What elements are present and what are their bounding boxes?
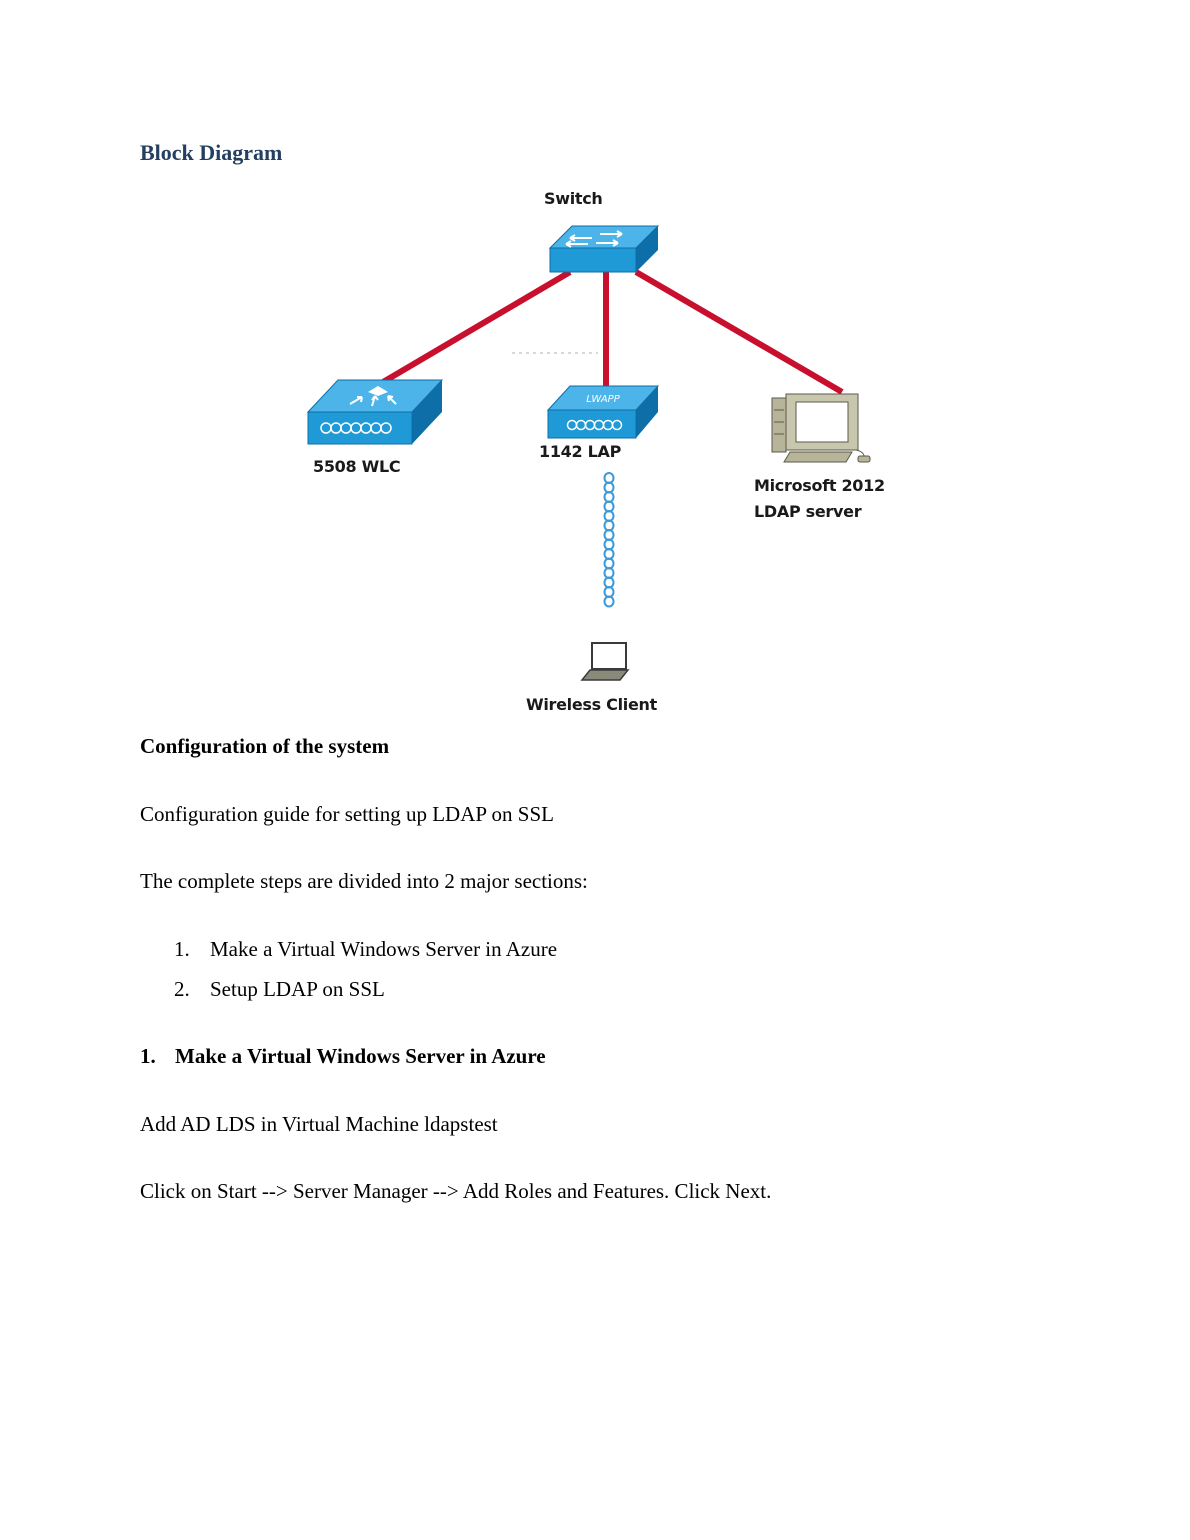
- wlc-label: 5508 WLC: [313, 457, 401, 476]
- list-item: 2. Setup LDAP on SSL: [174, 977, 385, 1002]
- guide-paragraph: Configuration guide for setting up LDAP …: [140, 802, 554, 826]
- list-item-text: Make a Virtual Windows Server in Azure: [210, 937, 558, 961]
- diagram-canvas: LWAPP: [306, 225, 871, 681]
- link-switch-server: [634, 269, 844, 395]
- client-label: Wireless Client: [526, 695, 657, 714]
- lap-icon: LWAPP: [546, 385, 660, 439]
- steps-intro-paragraph: The complete steps are divided into 2 ma…: [140, 869, 588, 893]
- click-start-paragraph: Click on Start --> Server Manager --> Ad…: [140, 1179, 772, 1203]
- section1-heading: 1. Make a Virtual Windows Server in Azure: [140, 1044, 546, 1069]
- laptop-icon: [580, 642, 630, 681]
- add-ad-lds-paragraph: Add AD LDS in Virtual Machine ldapstest: [140, 1112, 498, 1136]
- link-switch-wlc: [376, 269, 572, 388]
- wireless-link: [603, 472, 615, 608]
- section1-title: Make a Virtual Windows Server in Azure: [175, 1044, 546, 1068]
- list-item: 1. Make a Virtual Windows Server in Azure: [174, 937, 557, 962]
- server-label-line2: LDAP server: [754, 502, 862, 521]
- lap-badge: LWAPP: [586, 394, 620, 405]
- server-label-line1: Microsoft 2012: [754, 476, 885, 495]
- lap-label: 1142 LAP: [539, 442, 622, 461]
- wlc-icon: [306, 379, 444, 445]
- switch-label: Switch: [544, 189, 603, 208]
- list-item-text: Setup LDAP on SSL: [210, 977, 385, 1001]
- section1-number: 1.: [140, 1044, 156, 1068]
- list-item-number: 1.: [174, 937, 190, 961]
- wireless-link-loop: [603, 595, 615, 608]
- switch-icon: [548, 225, 660, 273]
- server-icon: [771, 393, 871, 463]
- list-item-number: 2.: [174, 977, 190, 1001]
- block-diagram-heading: Block Diagram: [140, 140, 283, 165]
- configuration-heading: Configuration of the system: [140, 734, 390, 758]
